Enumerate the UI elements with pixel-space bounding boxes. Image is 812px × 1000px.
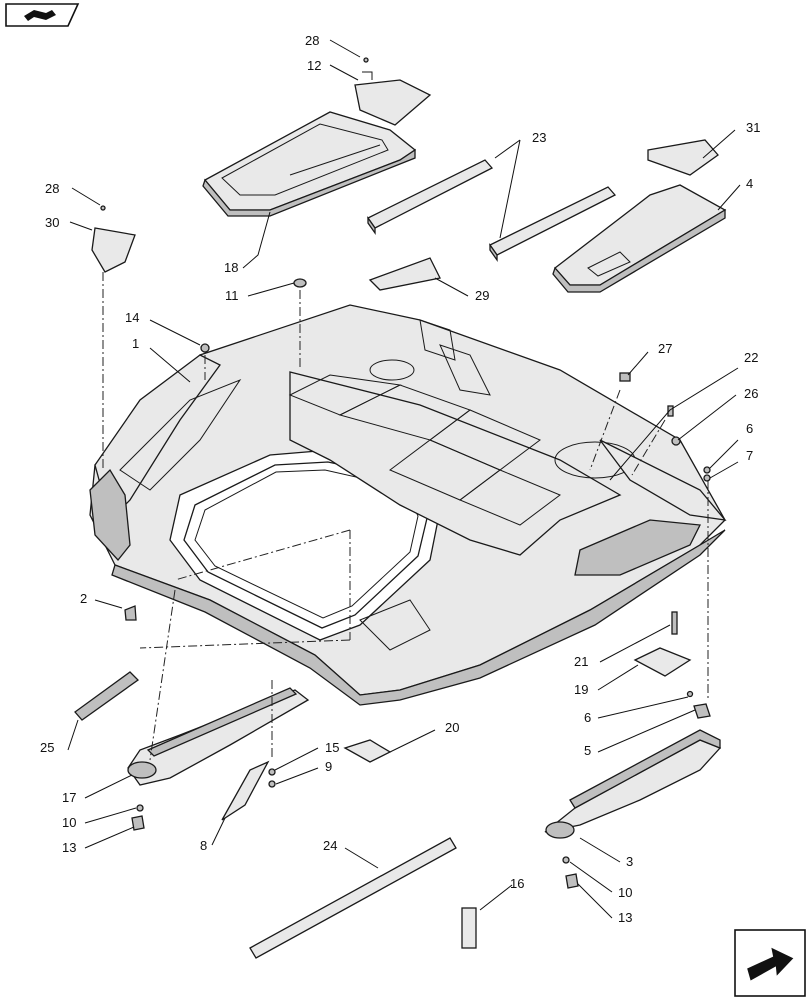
hardware-parts — [100, 57, 711, 889]
label-10-right: 10 — [618, 885, 632, 900]
standoff-part-16 — [461, 907, 477, 949]
cover-part-31 — [647, 139, 719, 176]
label-5: 5 — [584, 743, 591, 758]
label-13-right: 13 — [618, 910, 632, 925]
label-22: 22 — [744, 350, 758, 365]
label-8: 8 — [200, 838, 207, 853]
bracket-part-12 — [354, 71, 432, 126]
panel-part-18 — [202, 111, 417, 217]
duct-part-17 — [127, 687, 310, 786]
label-3: 3 — [626, 854, 633, 869]
book-icon[interactable] — [5, 3, 80, 27]
alignment-lines — [102, 272, 709, 761]
gasket-part-20 — [343, 739, 392, 763]
label-14: 14 — [125, 310, 139, 325]
label-4: 4 — [746, 176, 753, 191]
label-31: 31 — [746, 120, 760, 135]
label-19: 19 — [574, 682, 588, 697]
label-2: 2 — [80, 591, 87, 606]
callout-labels: 28 12 23 31 4 28 30 18 29 11 14 1 27 22 … — [40, 33, 760, 925]
label-12: 12 — [307, 58, 321, 73]
label-7: 7 — [746, 448, 753, 463]
seal-part-25 — [74, 671, 140, 721]
label-10-left: 10 — [62, 815, 76, 830]
label-1: 1 — [132, 336, 139, 351]
duct-part-3 — [544, 729, 722, 839]
label-25: 25 — [40, 740, 54, 755]
panel-part-4 — [552, 184, 727, 293]
label-28-top: 28 — [305, 33, 319, 48]
label-28-left: 28 — [45, 181, 59, 196]
label-24: 24 — [323, 838, 337, 853]
label-20: 20 — [445, 720, 459, 735]
label-18: 18 — [224, 260, 238, 275]
strip-part-23 — [367, 159, 617, 263]
label-21: 21 — [574, 654, 588, 669]
label-27: 27 — [658, 341, 672, 356]
rail-part-24 — [249, 837, 457, 959]
label-17: 17 — [62, 790, 76, 805]
shield-part-8 — [221, 760, 270, 821]
label-6-upper: 6 — [746, 421, 753, 436]
label-23: 23 — [532, 130, 546, 145]
next-page-arrow-icon[interactable] — [734, 929, 806, 997]
gasket-part-19 — [633, 647, 692, 677]
label-26: 26 — [744, 386, 758, 401]
label-9: 9 — [325, 759, 332, 774]
label-16: 16 — [510, 876, 524, 891]
cab-roof-part-1 — [89, 304, 727, 706]
label-15: 15 — [325, 740, 339, 755]
plate-part-29 — [368, 257, 441, 291]
label-11: 11 — [225, 288, 239, 303]
label-30: 30 — [45, 215, 59, 230]
label-6-lower: 6 — [584, 710, 591, 725]
cover-part-30 — [91, 227, 136, 273]
leader-lines — [67, 39, 741, 919]
label-29: 29 — [475, 288, 489, 303]
label-13-left: 13 — [62, 840, 76, 855]
